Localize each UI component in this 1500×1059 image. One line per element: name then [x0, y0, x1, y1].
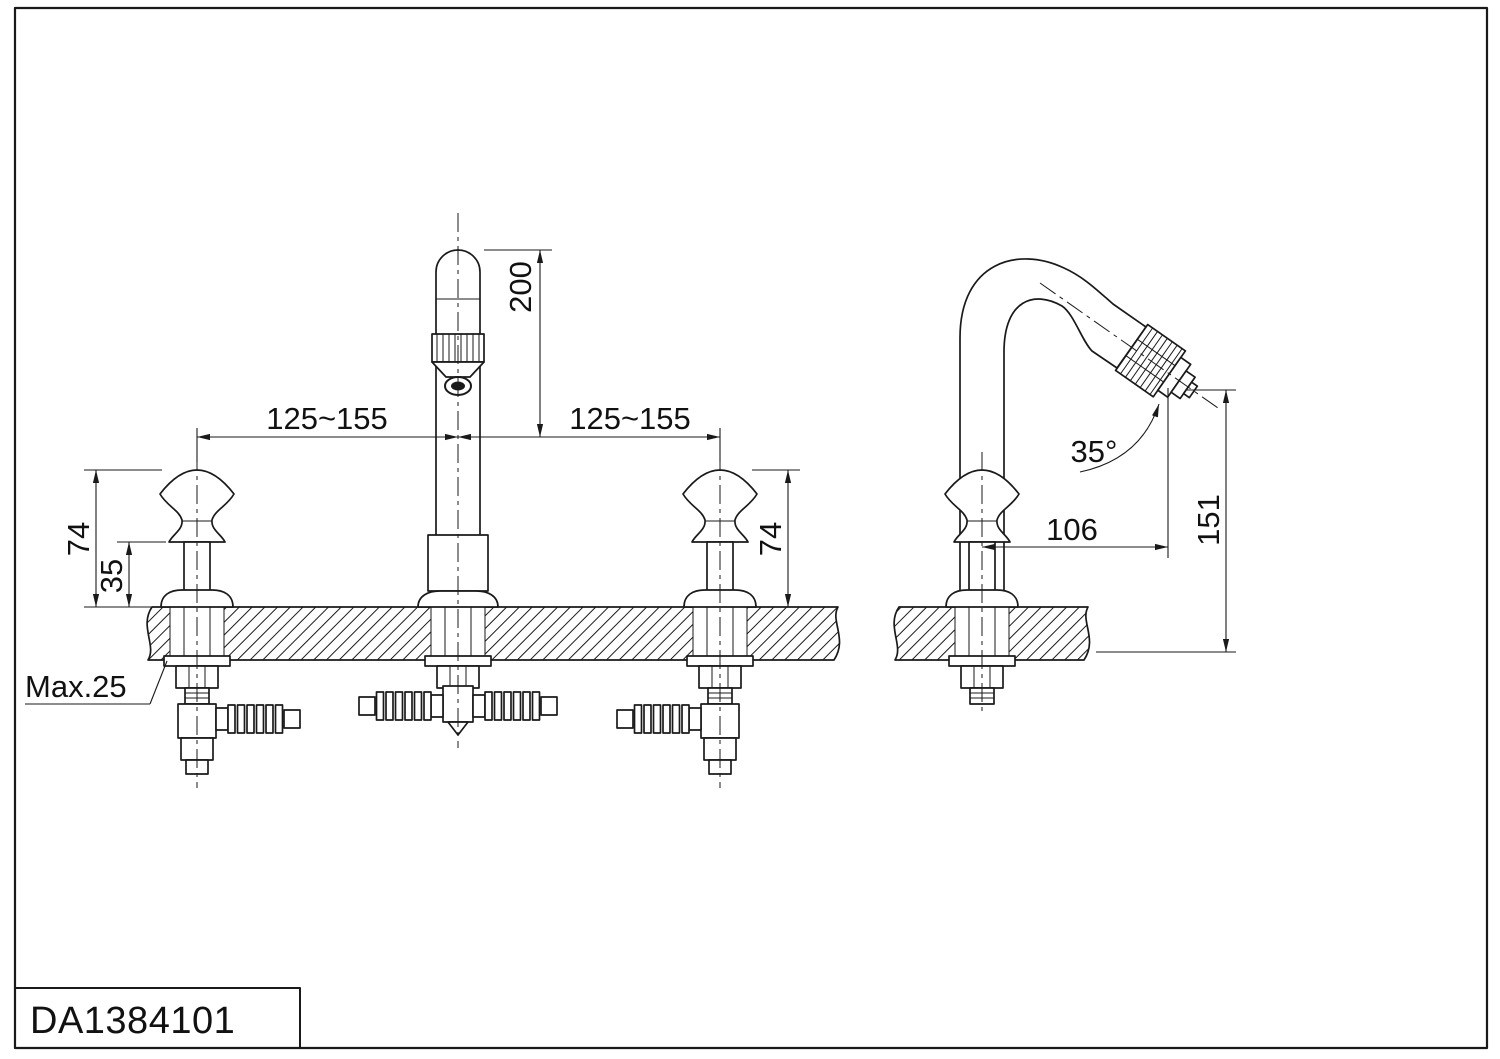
front-view	[146, 249, 841, 775]
dim-text-outlet-height: 151	[1191, 494, 1226, 546]
dim-text-spout-height: 200	[503, 261, 538, 313]
title-block: DA1384101	[14, 987, 301, 1049]
spout-side	[959, 258, 1199, 603]
dim-text-spout-reach: 106	[1046, 512, 1098, 547]
part-number: DA1384101	[30, 1000, 235, 1042]
dim-text-handle-height-right: 74	[753, 522, 788, 556]
hose-barb-center-left	[358, 691, 444, 721]
hose-barb-center-right	[472, 691, 558, 721]
hose-barb-left	[215, 704, 301, 734]
deck-cross-section-front	[146, 606, 841, 661]
aerator-knurling-front	[436, 334, 480, 362]
dim-text-handle-height-left: 74	[61, 522, 96, 556]
drawing-border	[13, 6, 1489, 1050]
aerator-knurling-side	[1120, 327, 1183, 395]
centerlines	[196, 213, 1219, 788]
dim-text-deck-thickness: Max.25	[25, 669, 127, 704]
dim-text-body-height: 35	[94, 559, 129, 593]
hose-barb-right	[616, 704, 702, 734]
side-view	[893, 258, 1199, 705]
spout-axis-centerline	[1039, 282, 1219, 409]
mounting-hardware-left	[163, 655, 301, 775]
dimensions: 125~155 125~155 200 74 35 74 Max.25 35° …	[25, 249, 1236, 705]
dim-text-spout-angle: 35°	[1071, 434, 1118, 469]
mounting-hardware-right	[616, 655, 754, 775]
dim-text-spacing-left: 125~155	[266, 401, 388, 436]
dim-text-spacing-right: 125~155	[569, 401, 691, 436]
dim-arc-spout-angle	[1079, 403, 1160, 473]
